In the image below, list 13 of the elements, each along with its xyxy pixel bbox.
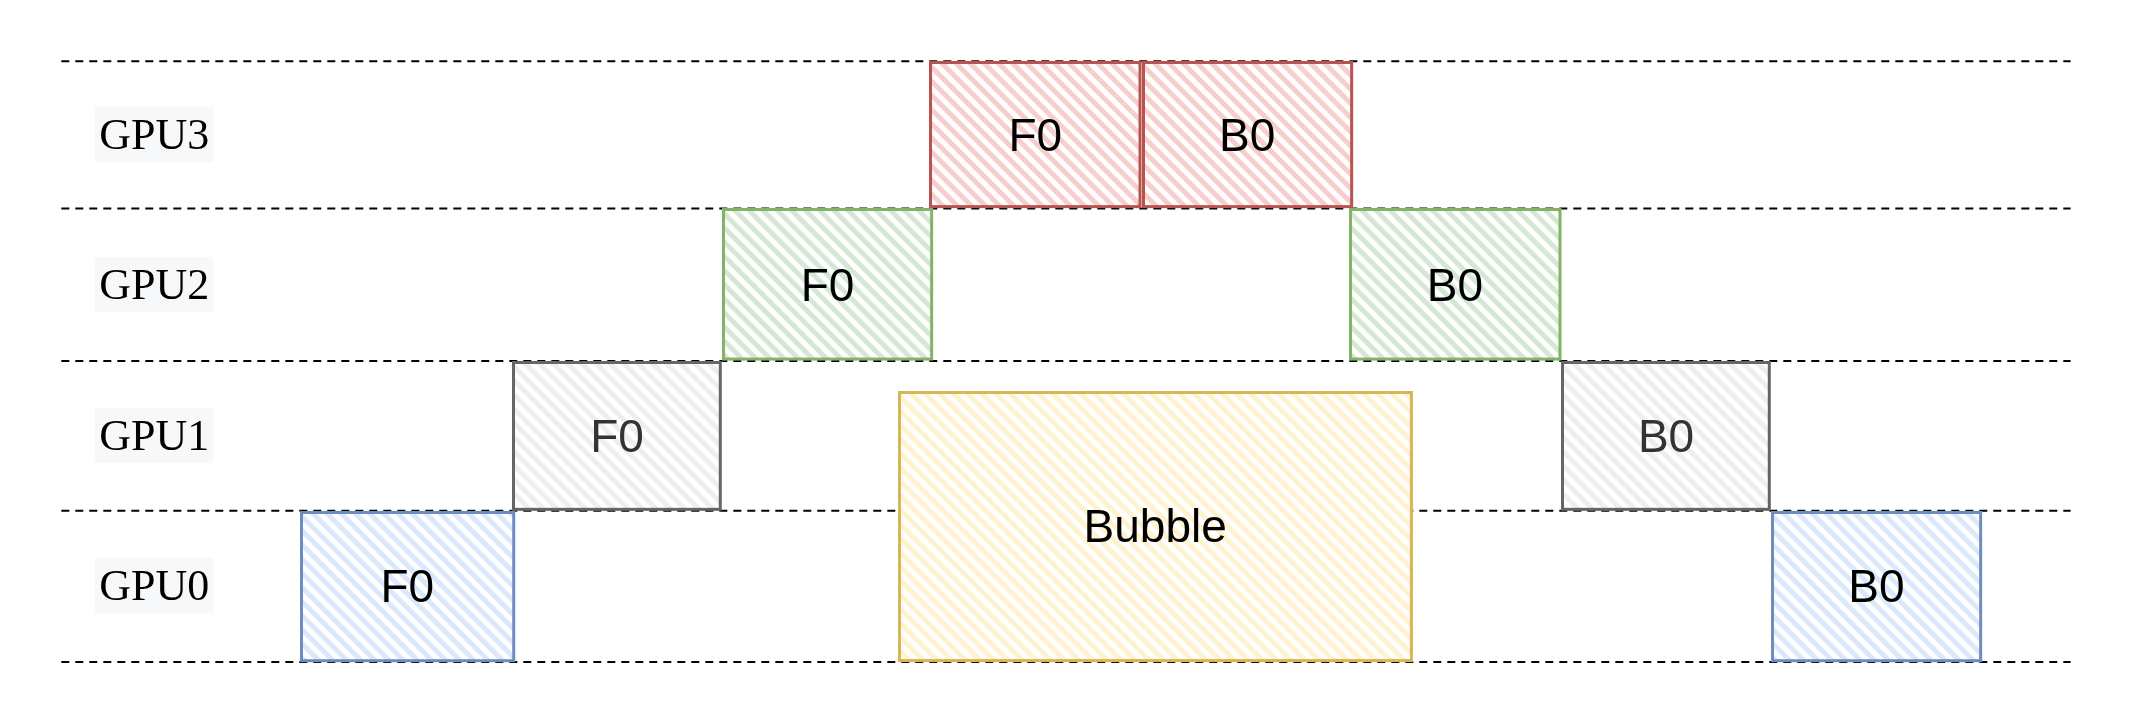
task-label: B0 (1219, 107, 1276, 162)
task-label: B0 (1637, 408, 1695, 463)
task-label: F0 (1008, 107, 1063, 162)
task-label: F0 (590, 408, 644, 463)
task-label: B0 (1426, 257, 1483, 312)
row-label: GPU1 (95, 407, 214, 463)
row-label: GPU2 (95, 256, 214, 312)
task-label: B0 (1848, 559, 1905, 614)
task-label: F0 (800, 257, 855, 312)
task-label: Bubble (1083, 499, 1227, 554)
task-label: F0 (380, 559, 435, 614)
row-label: GPU0 (95, 558, 214, 614)
row-label: GPU3 (95, 106, 214, 162)
